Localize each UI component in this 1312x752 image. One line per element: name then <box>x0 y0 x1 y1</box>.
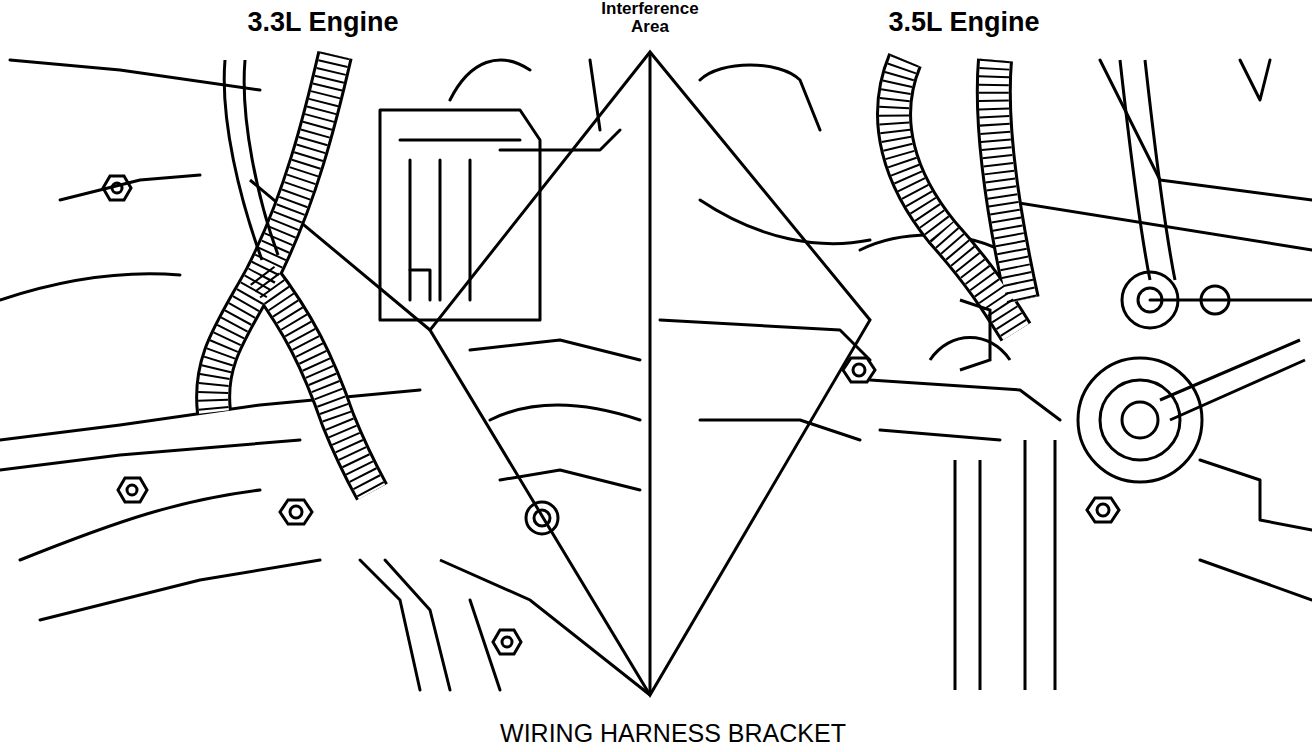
area-label: Interference Area <box>590 0 710 36</box>
harness-conduit <box>213 55 1022 492</box>
diamond-outline <box>250 52 870 695</box>
background-structure <box>0 60 1312 690</box>
hose <box>224 60 1305 690</box>
engine-label: 3.5L Engine <box>884 6 1043 38</box>
figure-caption: WIRING HARNESS BRACKET <box>496 718 850 748</box>
mount-fitting <box>930 272 1229 482</box>
bolt-symbol <box>103 176 1119 654</box>
engine-label: 3.3L Engine <box>243 6 402 38</box>
